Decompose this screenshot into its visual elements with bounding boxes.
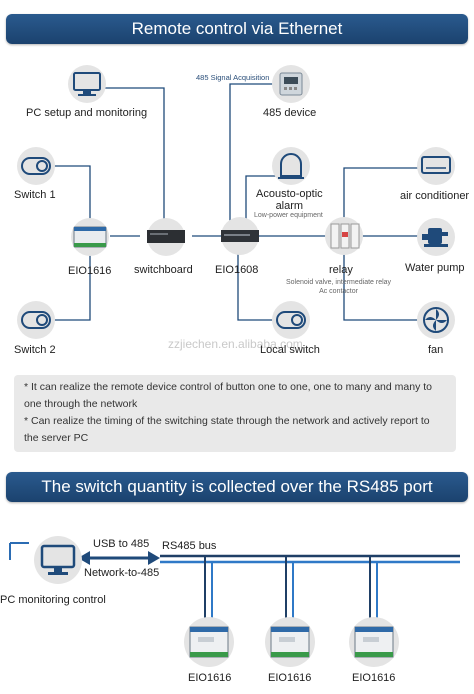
eio1616-device-2-icon [265, 617, 315, 667]
note-1: * It can realize the remote device contr… [24, 381, 432, 410]
switchboard-label: switchboard [134, 264, 193, 276]
monitor-pc-icon [34, 536, 82, 584]
signal-label: 485 Signal Acquisition [196, 73, 270, 82]
relay-label: relay [329, 264, 353, 276]
switch1-icon [17, 147, 55, 185]
pc-icon [68, 65, 106, 103]
eio1608-label: EIO1608 [215, 264, 259, 276]
local-switch-label: Local switch [260, 344, 320, 356]
device485-icon [272, 65, 310, 103]
notes-box: * It can realize the remote device contr… [14, 375, 456, 452]
eio1616-label: EIO1616 [68, 265, 112, 277]
water-pump-icon [417, 218, 455, 256]
section1-banner: Remote control via Ethernet [6, 14, 468, 44]
alarm-label: Acousto-optic alarm [256, 188, 323, 212]
eio1608-icon [221, 217, 259, 255]
switch2-icon [17, 301, 55, 339]
relay-note: Solenoid valve, intermediate relay Ac co… [286, 279, 392, 295]
device-2-label: EIO1616 [268, 672, 312, 684]
switchboard-icon [147, 218, 185, 256]
note-2: * Can realize the timing of the switchin… [24, 415, 430, 444]
double-arrow-icon [78, 551, 160, 565]
fan-icon [417, 301, 455, 339]
device-3-label: EIO1616 [352, 672, 396, 684]
local-switch-icon [272, 301, 310, 339]
switch2-label: Switch 2 [14, 344, 56, 356]
alarm-icon [272, 147, 310, 185]
device485-label: 485 device [263, 107, 317, 119]
pc-label: PC setup and monitoring [26, 107, 148, 119]
rs485-bus-label: RS485 bus [162, 540, 217, 552]
relay-icon [325, 217, 363, 255]
eio1616-icon [71, 218, 109, 256]
air-label: air conditioner [400, 190, 470, 202]
network-to-485-label: Network-to-485 [84, 567, 160, 579]
fan-label: fan [428, 344, 444, 356]
pump-label: Water pump [405, 262, 465, 274]
air-conditioner-icon [417, 147, 455, 185]
low-power-label: Low-power equipment [254, 212, 323, 219]
section2-banner: The switch quantity is collected over th… [6, 472, 468, 502]
watermark: zzjiechen.en.alibaba.com [168, 337, 303, 351]
usb-to-485-label: USB to 485 [93, 538, 150, 550]
pc-monitoring-label: PC monitoring control [0, 594, 106, 606]
device-1-label: EIO1616 [188, 672, 232, 684]
eio1616-device-3-icon [349, 617, 399, 667]
switch1-label: Switch 1 [14, 189, 56, 201]
eio1616-device-1-icon [184, 617, 234, 667]
